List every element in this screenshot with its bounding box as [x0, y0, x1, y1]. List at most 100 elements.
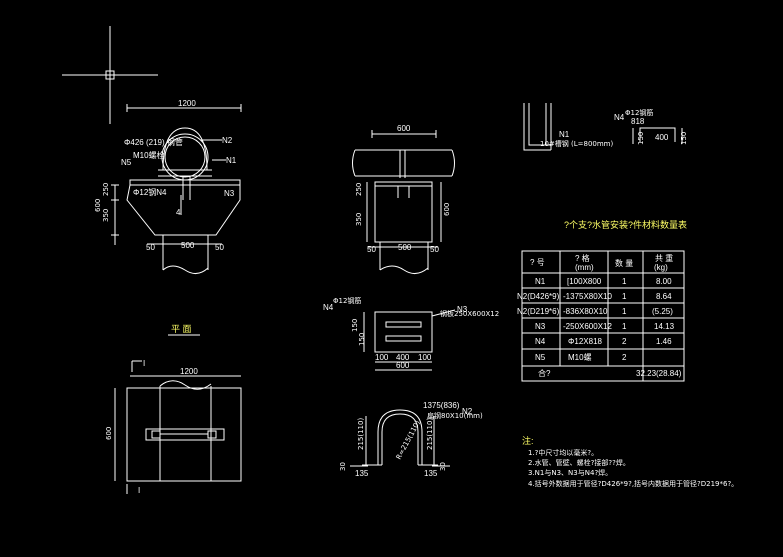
front-dim-50r: 50 [215, 243, 224, 252]
front-n3-label: N3 [224, 189, 235, 198]
svg-text:-250X600X12: -250X600X12 [563, 322, 612, 331]
n4-length: 818 [631, 117, 645, 126]
th-spec-unit: (mm) [575, 263, 594, 272]
table-title: ?个支?水管安装?件材料数量表 [564, 219, 687, 230]
plan-dim-height: 600 [105, 427, 113, 440]
n3-dim-150a: 150 [351, 319, 359, 332]
n3-d12-label: Φ12钢筋 [333, 296, 361, 305]
note-line: 4.括号外数据用于管径?D426*9?,括号内数据用于管径?D219*6?。 [528, 479, 738, 488]
n4-dim-150r: 150 [680, 132, 688, 145]
svg-text:8.64: 8.64 [656, 292, 672, 301]
n2-dim-left: 215(110) [357, 418, 365, 450]
side-dim-50r: 50 [430, 245, 439, 254]
svg-text:8.00: 8.00 [656, 277, 672, 286]
n2-dim-right: 215(110) [426, 418, 434, 450]
th-weight: 共 重 [655, 253, 673, 263]
n2-dim-30l: 30 [339, 462, 347, 471]
front-dim-350: 350 [102, 209, 110, 222]
front-n5-label: N5 [121, 158, 132, 167]
side-dim-600: 600 [443, 203, 451, 216]
svg-text:N3: N3 [535, 322, 546, 331]
n2-detail: 1375(836) N2 扁钢80X10(mm) R=215(110) 215(… [339, 401, 483, 478]
n3-plate-label: 钢板250X600X12 [440, 309, 499, 318]
n2-length: 1375(836) [423, 401, 460, 410]
plan-dim-width: 1200 [180, 367, 198, 376]
n3-dim-100r: 100 [418, 353, 432, 362]
svg-text:14.13: 14.13 [654, 322, 675, 331]
table-row: N5 M10螺 2 [535, 352, 627, 362]
front-d12-label: Φ12钢N4 [133, 187, 167, 197]
table-row: N2(D426*9) -1375X80X10 1 8.64 [517, 292, 672, 301]
n2-label: N2 [462, 407, 473, 416]
svg-text:1: 1 [622, 277, 627, 286]
svg-text:1.46: 1.46 [656, 337, 672, 346]
front-n2-label: N2 [222, 136, 233, 145]
n2-dim-135l: 135 [355, 469, 369, 478]
side-dim-350: 350 [355, 213, 363, 226]
n4-dim-150l: 150 [637, 132, 645, 145]
svg-text:1: 1 [622, 322, 627, 331]
front-dim-250: 250 [102, 183, 110, 196]
pier-cap [126, 184, 241, 236]
th-qty: 数 量 [615, 258, 633, 268]
th-weight-unit: (kg) [654, 263, 668, 272]
n3-label: N3 [457, 305, 468, 314]
n2-dim-135r: 135 [424, 469, 438, 478]
side-dim-250: 250 [355, 183, 363, 196]
n3-dim-400: 400 [396, 353, 410, 362]
table-total-value: 32.23(28.84) [636, 369, 682, 378]
table-row: N4 Φ12X818 2 1.46 [535, 337, 672, 346]
plan-pier [126, 387, 242, 482]
plan-section-top: I [143, 359, 145, 368]
n3-dim-150b: 150 [358, 333, 366, 346]
note-line: 3.N1与N3、N3与N4?焊。 [528, 468, 612, 477]
th-id: ? 号 [530, 258, 545, 267]
front-n1-label: N1 [226, 156, 237, 165]
n4-dim-400: 400 [655, 133, 669, 142]
table-row: N1 [100X800 1 8.00 [535, 277, 672, 286]
side-dim-50l: 50 [367, 245, 376, 254]
n4-detail: N4 Φ12钢筋 818 150 400 150 [614, 108, 688, 145]
svg-text:2: 2 [622, 337, 627, 346]
svg-text:-836X80X10: -836X80X10 [563, 307, 608, 316]
svg-text:M10螺: M10螺 [568, 352, 592, 362]
table-total-label: 合? [538, 368, 551, 378]
side-dim-500: 500 [398, 243, 412, 252]
n4-label: N4 [614, 113, 625, 122]
svg-text:1: 1 [622, 292, 627, 301]
table-row: N3 -250X600X12 1 14.13 [535, 322, 675, 331]
n1-label: N1 [559, 130, 570, 139]
front-center-label: 4 [176, 208, 181, 217]
side-dim-top: 600 [397, 124, 411, 133]
note-line: 1.?中尺寸均以毫米?。 [528, 448, 598, 457]
n3-detail: N4 Φ12钢筋 钢板250X600X12 N3 150 150 100 400… [323, 296, 499, 371]
n1-detail: N1 10#槽钢 (L=800mm) [523, 103, 613, 151]
material-table: ?个支?水管安装?件材料数量表 ? 号 ? 格 (mm) 数 量 共 重 (kg… [517, 219, 687, 382]
n3-n4-label: N4 [323, 303, 334, 312]
svg-text:-1375X80X10: -1375X80X10 [563, 292, 612, 301]
front-dim-500: 500 [181, 241, 195, 250]
n3-plate [374, 311, 433, 353]
svg-text:N2(D426*9): N2(D426*9) [517, 292, 560, 301]
svg-text:N2(D219*6): N2(D219*6) [517, 307, 560, 316]
n3-dim-600: 600 [396, 361, 410, 370]
n2-band [377, 409, 423, 465]
svg-text:N5: N5 [535, 353, 546, 362]
front-dim-50l: 50 [146, 243, 155, 252]
side-view: 600 250 350 600 50 500 50 [352, 124, 455, 274]
th-spec: ? 格 [575, 253, 590, 263]
n4-d12-label: Φ12钢筋 [625, 108, 653, 117]
front-view: 1200 Φ426 (219) 钢管 N2 M10螺栓 N5 N1 Φ12钢N4… [94, 99, 242, 274]
front-pipe-label: Φ426 (219) 钢管 [124, 137, 183, 147]
plan-view: 平 面 I 1200 600 I [105, 324, 242, 495]
svg-text:N4: N4 [535, 337, 546, 346]
plan-section-bottom: I [138, 486, 140, 495]
svg-text:Φ12X818: Φ12X818 [568, 337, 603, 346]
plan-title: 平 面 [171, 324, 192, 334]
svg-text:(5.25): (5.25) [652, 307, 673, 316]
n3-dim-100l: 100 [375, 353, 389, 362]
n2-section: 扁钢80X10(mm) [427, 411, 483, 420]
notes-title: 注: [522, 435, 534, 446]
n2-dim-30r: 30 [439, 462, 447, 471]
svg-text:N1: N1 [535, 277, 546, 286]
